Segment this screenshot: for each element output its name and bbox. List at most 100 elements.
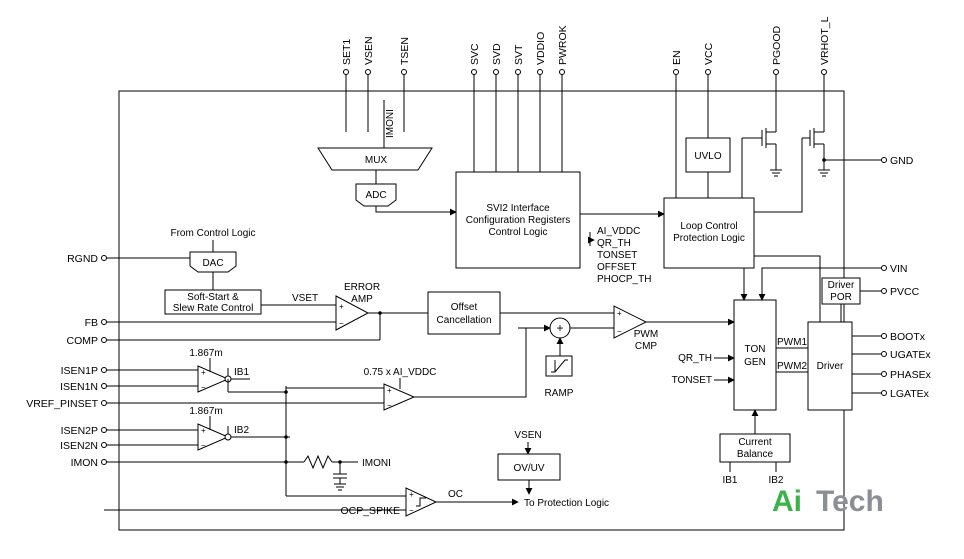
ai-vddc-amp xyxy=(383,383,416,411)
pin-pgood[interactable] xyxy=(773,69,779,75)
pin-fb[interactable] xyxy=(101,319,107,325)
pin-vsen[interactable] xyxy=(365,69,371,75)
soft-start-line2: Slew Rate Control xyxy=(173,303,254,314)
resistor xyxy=(303,454,333,470)
top-pins: SET1 VSEN TSEN SVC SVD SVT VDDIO PWROK E… xyxy=(341,16,831,198)
imoni-filter-label: IMONI xyxy=(362,458,391,469)
cb-ib2-label: IB2 xyxy=(768,475,783,486)
svg-text:+: + xyxy=(617,309,622,318)
pin-bootx-label: BOOTx xyxy=(890,331,926,343)
svg-text:−: − xyxy=(339,319,344,328)
loop-control-area: UVLO Loop Control Protection Logic xyxy=(663,126,884,269)
ton-gen-driver: TON GEN QR_TH TONSET PWM1 PWM2 Driver Dr… xyxy=(672,255,884,486)
svg-text:−: − xyxy=(201,441,206,450)
svg-text:+: + xyxy=(201,426,206,435)
svi2-block: SVI2 Interface Configuration Registers C… xyxy=(455,171,665,285)
reference-path: From Control Logic DAC Soft-Start & Slew… xyxy=(104,228,428,341)
watermark-tech: Tech xyxy=(816,485,884,518)
tonset-input-label: TONSET xyxy=(672,375,712,386)
pin-svc[interactable] xyxy=(471,69,477,75)
pin-svd-label: SVD xyxy=(491,43,503,65)
pin-imon[interactable] xyxy=(101,459,107,465)
pin-gnd[interactable] xyxy=(881,157,887,163)
pin-vcc[interactable] xyxy=(705,69,711,75)
oc-label: OC xyxy=(448,489,463,500)
loop-control-block xyxy=(663,197,755,269)
gain2-label: 1.867m xyxy=(189,406,222,417)
pin-set1[interactable] xyxy=(343,69,349,75)
error-amp-line1: ERROR xyxy=(344,282,380,293)
from-control-logic-label: From Control Logic xyxy=(170,228,255,239)
pin-vsen-label: VSEN xyxy=(363,36,375,65)
csa2 xyxy=(197,423,230,451)
pin-pvcc[interactable] xyxy=(881,288,887,294)
pin-svd[interactable] xyxy=(493,69,499,75)
loop-control-line2: Protection Logic xyxy=(673,233,745,244)
pin-phasex[interactable] xyxy=(881,371,887,377)
current-balance-block xyxy=(719,433,791,463)
svi2-out-qr-th: QR_TH xyxy=(597,238,631,249)
pin-isen2n[interactable] xyxy=(101,442,107,448)
svi2-out-phocp-th: PHOCP_TH xyxy=(597,274,651,285)
pin-bootx[interactable] xyxy=(881,333,887,339)
pin-vrhot-label: VRHOT_L xyxy=(819,16,831,65)
pin-phasex-label: PHASEx xyxy=(890,369,932,381)
pwm2-label: PWM2 xyxy=(777,361,807,372)
pin-ugatex[interactable] xyxy=(881,351,887,357)
pwm-cmp-line2: CMP xyxy=(635,341,658,352)
pin-svt[interactable] xyxy=(515,69,521,75)
svi2-line2: Configuration Registers xyxy=(466,215,571,226)
pin-tsen[interactable] xyxy=(401,69,407,75)
pin-gnd-label: GND xyxy=(890,155,914,167)
svg-text:−: − xyxy=(387,401,392,410)
pin-pwrok[interactable] xyxy=(559,69,565,75)
ton-gen-block xyxy=(733,299,777,411)
svi2-out-offset: OFFSET xyxy=(597,262,636,273)
driver-por-line2: POR xyxy=(830,292,852,303)
qr-th-input-label: QR_TH xyxy=(678,353,712,364)
pin-lgatex[interactable] xyxy=(881,390,887,396)
pin-svc-label: SVC xyxy=(469,43,481,65)
pin-vin[interactable] xyxy=(881,265,887,271)
watermark-ai: Ai xyxy=(772,485,802,518)
mux-block xyxy=(317,147,433,171)
dac-label: DAC xyxy=(202,258,223,269)
pin-comp-label: COMP xyxy=(67,335,99,347)
pin-isen2p-label: ISEN2P xyxy=(61,425,98,437)
svi2-line1: SVI2 Interface xyxy=(486,203,550,214)
csa1 xyxy=(197,365,230,393)
loop-control-line1: Loop Control xyxy=(680,221,737,232)
pin-vref-pinset-label: VREF_PINSET xyxy=(26,398,98,410)
pin-rgnd[interactable] xyxy=(101,255,107,261)
dac-block xyxy=(189,251,237,273)
vrhot-mosfet xyxy=(754,126,830,213)
pin-vref-pinset[interactable] xyxy=(101,400,107,406)
svi2-out-tonset: TONSET xyxy=(597,250,637,261)
pin-en[interactable] xyxy=(673,69,679,75)
cb-ib1-label: IB1 xyxy=(722,475,737,486)
imoni-mux-label: IMONI xyxy=(385,109,396,138)
pin-fb-label: FB xyxy=(85,317,98,329)
pin-vddio[interactable] xyxy=(537,69,543,75)
vset-label: VSET xyxy=(292,293,318,304)
mux-label: MUX xyxy=(365,155,388,166)
pwm-path: Offset Cancellation + RAMP + − PWM CMP xyxy=(427,291,735,399)
pin-isen2n-label: ISEN2N xyxy=(60,440,98,452)
soft-start-line1: Soft-Start & xyxy=(187,292,239,303)
pin-vrhot[interactable] xyxy=(821,69,827,75)
svg-text:−: − xyxy=(201,383,206,392)
pin-isen1p[interactable] xyxy=(101,367,107,373)
current-balance-line1: Current xyxy=(738,437,772,448)
adc-block xyxy=(355,183,397,207)
svg-text:+: + xyxy=(201,368,206,377)
pin-isen1n[interactable] xyxy=(101,383,107,389)
pin-comp[interactable] xyxy=(101,337,107,343)
pin-isen2p[interactable] xyxy=(101,427,107,433)
pin-pgood-label: PGOOD xyxy=(771,25,783,65)
ton-gen-line2: GEN xyxy=(744,357,766,368)
ramp-label: RAMP xyxy=(545,388,574,399)
svg-text:+: + xyxy=(387,386,392,395)
chip-outline xyxy=(118,90,845,531)
svg-text:−: − xyxy=(409,506,414,515)
